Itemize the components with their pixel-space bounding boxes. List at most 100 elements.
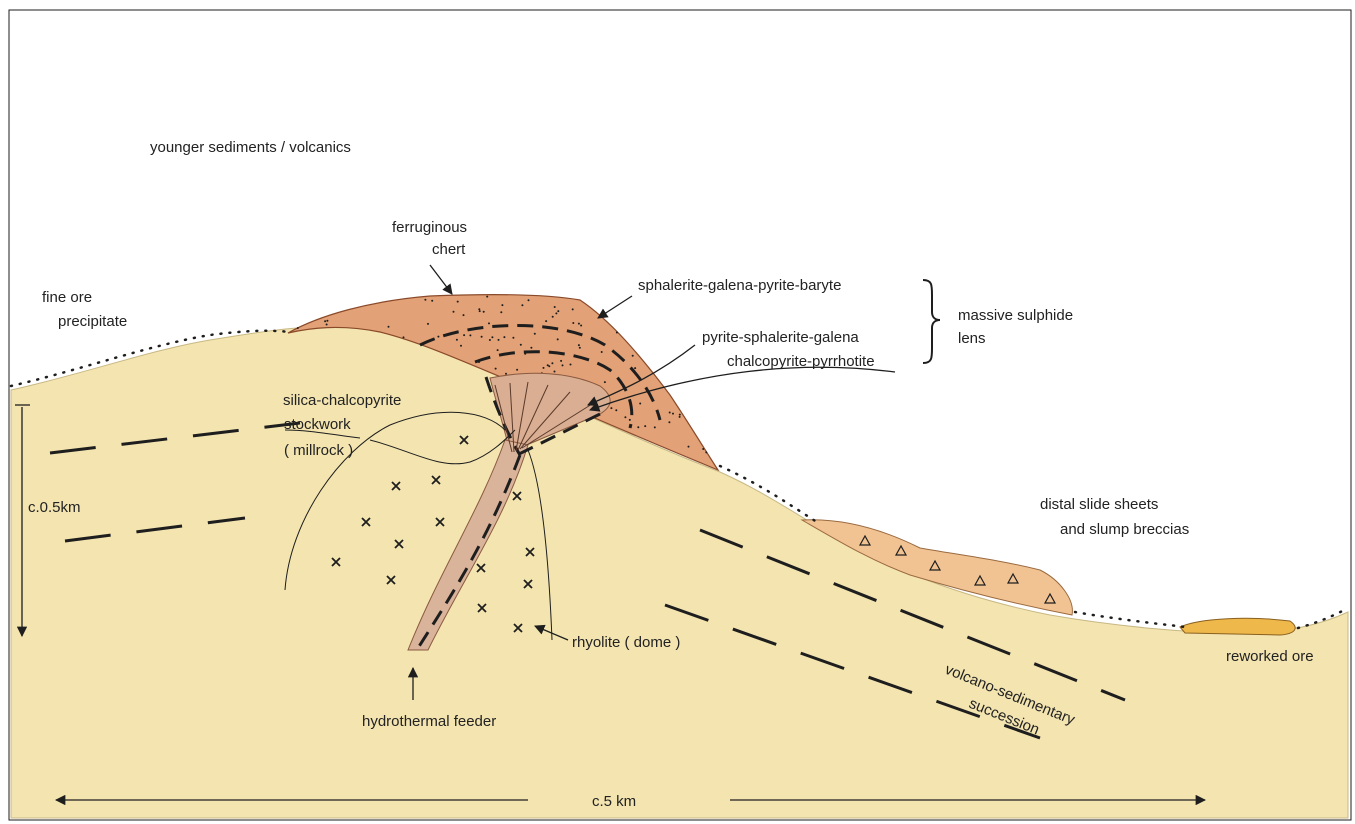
stipple-dot <box>604 381 606 383</box>
label-horizontal-scale: c.5 km <box>592 793 636 810</box>
label-stockwork: stockwork <box>284 416 351 433</box>
stipple-dot <box>669 412 671 414</box>
label-ferruginous: ferruginous <box>392 219 467 236</box>
stipple-dot <box>326 324 328 326</box>
stipple-dot <box>579 347 581 349</box>
label-younger-sediments: younger sediments / volcanics <box>150 139 351 156</box>
stipple-dot <box>580 325 582 327</box>
stipple-dot <box>388 326 390 328</box>
stipple-dot <box>552 316 554 318</box>
stipple-dot <box>431 300 433 302</box>
stipple-dot <box>679 414 681 416</box>
stipple-dot <box>572 308 574 310</box>
stipple-dot <box>453 311 455 313</box>
stipple-dot <box>578 323 580 325</box>
stipple-dot <box>601 351 603 353</box>
label-chert: chert <box>432 241 466 258</box>
label-fine-ore: fine ore <box>42 289 92 306</box>
stipple-dot <box>702 448 704 450</box>
stipple-dot <box>427 323 429 325</box>
stipple-dot <box>679 416 681 418</box>
label-precipitate: precipitate <box>58 313 127 330</box>
label-depth-scale: c.0.5km <box>28 499 81 516</box>
stipple-dot <box>457 301 459 303</box>
stipple-dot <box>505 373 507 375</box>
stipple-dot <box>557 338 559 340</box>
label-millrock: ( millrock ) <box>284 442 353 459</box>
stipple-dot <box>463 314 465 316</box>
label-hydrothermal-feeder: hydrothermal feeder <box>362 713 496 730</box>
stipple-dot <box>615 409 617 411</box>
stipple-dot <box>520 344 522 346</box>
stipple-dot <box>634 367 636 369</box>
label-slump-breccias: and slump breccias <box>1060 521 1189 538</box>
stipple-dot <box>688 446 690 448</box>
stipple-dot <box>460 345 462 347</box>
label-lens: lens <box>958 330 986 347</box>
stipple-dot <box>495 368 497 370</box>
stipple-dot <box>512 337 514 339</box>
stipple-dot <box>501 304 503 306</box>
stipple-dot <box>456 339 458 341</box>
stipple-dot <box>616 332 618 334</box>
stipple-dot <box>555 312 557 314</box>
stipple-dot <box>463 334 465 336</box>
label-silica-chalcopyrite: silica-chalcopyrite <box>283 392 401 409</box>
label-distal-slide-sheets: distal slide sheets <box>1040 496 1158 513</box>
stipple-dot <box>491 336 493 338</box>
stipple-dot <box>644 425 646 427</box>
stipple-dot <box>705 451 707 453</box>
stipple-dot <box>403 336 405 338</box>
stipple-dot <box>516 369 518 371</box>
stipple-dot <box>497 349 499 351</box>
stipple-dot <box>528 299 530 301</box>
stipple-dot <box>637 426 639 428</box>
label-reworked-ore: reworked ore <box>1226 648 1314 665</box>
stipple-dot <box>478 308 480 310</box>
stipple-dot <box>554 306 556 308</box>
stipple-dot <box>498 339 500 341</box>
stipple-dot <box>324 320 326 322</box>
stipple-dot <box>424 299 426 301</box>
stipple-dot <box>545 320 547 322</box>
stipple-dot <box>500 311 502 313</box>
stipple-dot <box>572 322 574 324</box>
stipple-dot <box>624 416 626 418</box>
label-pyrite-sphalerite-galena: pyrite-sphalerite-galena <box>702 329 859 346</box>
stipple-dot <box>483 311 485 313</box>
stipple-dot <box>560 360 562 362</box>
stipple-dot <box>562 364 564 366</box>
stipple-dot <box>654 426 656 428</box>
stipple-dot <box>543 367 545 369</box>
label-chalcopyrite-pyrrhotite: chalcopyrite-pyrrhotite <box>727 353 875 370</box>
stipple-dot <box>534 333 536 335</box>
stipple-dot <box>469 334 471 336</box>
stipple-dot <box>668 421 670 423</box>
stipple-dot <box>297 327 299 329</box>
stipple-dot <box>570 364 572 366</box>
stipple-dot <box>629 419 631 421</box>
stipple-dot <box>554 371 556 373</box>
stipple-dot <box>547 364 549 366</box>
stipple-dot <box>530 347 532 349</box>
stipple-dot <box>489 339 491 341</box>
stipple-dot <box>503 336 505 338</box>
stipple-dot <box>672 413 674 415</box>
label-rhyolite-dome: rhyolite ( dome ) <box>572 634 680 651</box>
stipple-dot <box>610 407 612 409</box>
stipple-dot <box>437 336 439 338</box>
label-sphalerite-galena-pyrite-baryte: sphalerite-galena-pyrite-baryte <box>638 277 841 294</box>
stipple-dot <box>488 322 490 324</box>
stipple-dot <box>481 336 483 338</box>
label-massive-sulphide: massive sulphide <box>958 307 1073 324</box>
stipple-dot <box>521 304 523 306</box>
stipple-dot <box>639 403 641 405</box>
stipple-dot <box>557 310 559 312</box>
stipple-dot <box>551 362 553 364</box>
stipple-dot <box>326 320 328 322</box>
stipple-dot <box>632 355 634 357</box>
stipple-dot <box>479 310 481 312</box>
stipple-dot <box>578 344 580 346</box>
stipple-dot <box>486 296 488 298</box>
